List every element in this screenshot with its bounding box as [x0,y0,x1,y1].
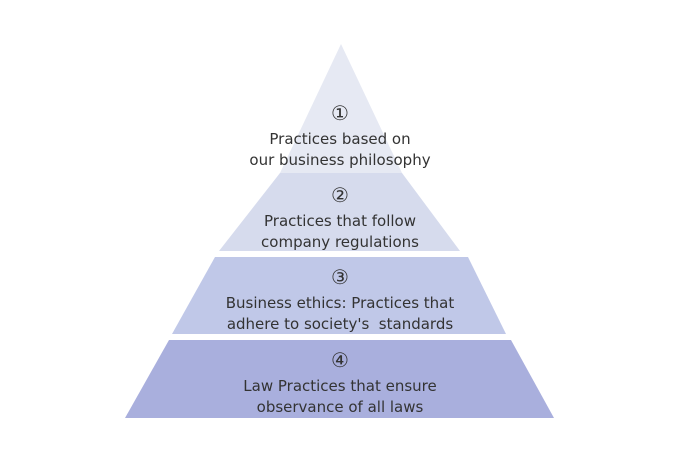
tier-2-line-2: company regulations [261,233,419,251]
tier-3-shape [172,257,506,334]
tier-1-line-2: our business philosophy [249,151,431,169]
tier-3-label: ③ Business ethics: Practices that adhere… [140,265,540,335]
tier-1-number: ① [331,101,349,125]
tier-4-line-2: observance of all laws [256,398,424,416]
tier-1-label: ① Practices based on our business philos… [140,101,540,171]
tier-2-line-1: Practices that follow [264,212,416,230]
tier-4-shape [125,340,554,418]
tier-2-number: ② [331,183,349,207]
tier-3-number: ③ [331,265,349,289]
tier-1-shape [280,44,402,173]
tier-1-line-1: Practices based on [269,130,411,148]
tier-4-label: ④ Law Practices that ensure observance o… [140,348,540,418]
tier-3-line-1: Business ethics: Practices that [225,294,455,312]
tier-4-line-1: Law Practices that ensure [243,377,437,395]
tier-2-label: ② Practices that follow company regulati… [140,183,540,253]
tier-2-shape [219,173,460,251]
tier-3-line-2: adhere to society's standards [226,315,454,333]
tier-4-number: ④ [331,348,349,372]
